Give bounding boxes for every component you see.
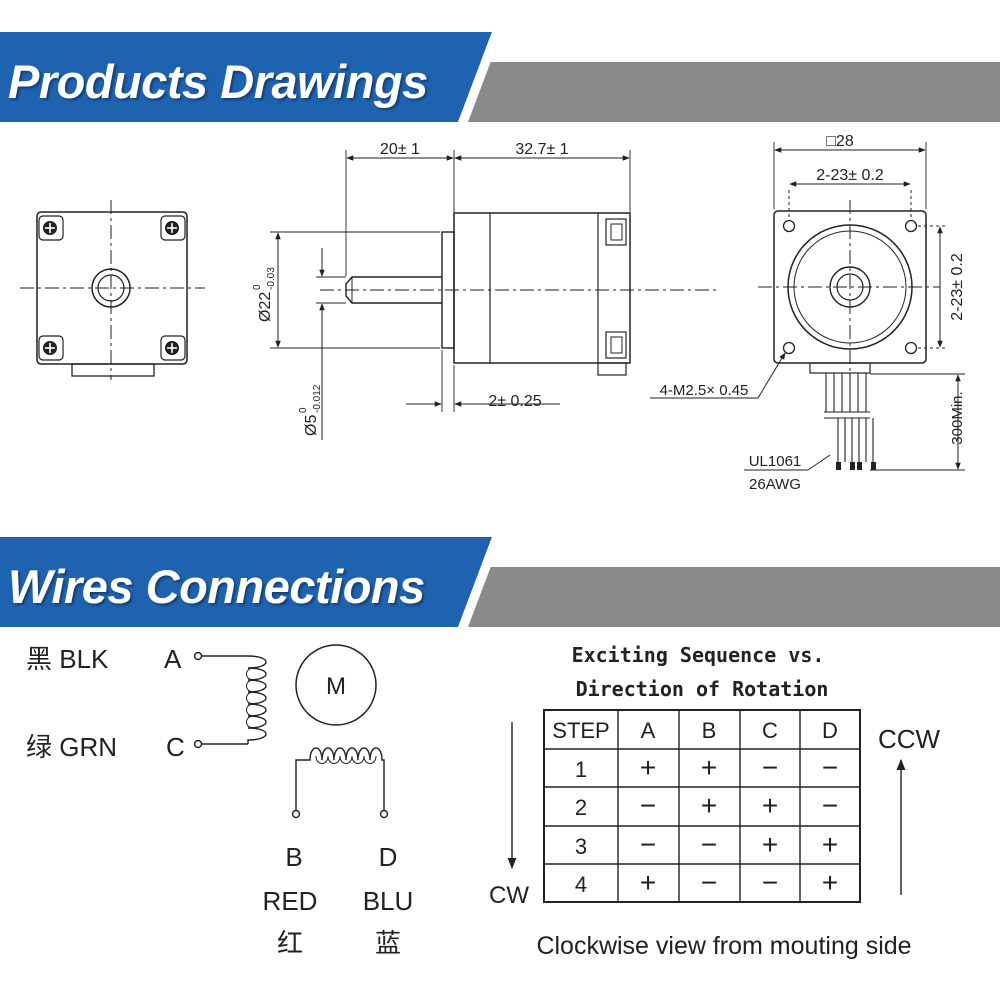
wire-red-cn-label: 红	[277, 928, 303, 958]
dim-shaft-dia-sub: -0.012	[312, 384, 323, 413]
wires-connections-title: Wires Connections	[8, 560, 425, 613]
dim-lead-length: 300Min.	[949, 391, 966, 444]
wire-spec-awg: 26AWG	[749, 476, 801, 493]
dim-screw: 4-M2.5× 0.45	[660, 382, 749, 399]
coil-ac	[193, 651, 267, 749]
products-drawings-banner: Products Drawings	[0, 32, 1000, 130]
table-header-cell: B	[702, 718, 717, 743]
dim-shaft-diameter: Ø5 0 -0.012	[298, 384, 323, 436]
sequence-table-body: 1 + + − − 2 − + + − 3 − − + +4 + − − +	[575, 752, 838, 898]
table-cell: 3	[575, 834, 587, 859]
table-cell: −	[640, 790, 656, 821]
table-header-cell: C	[762, 718, 778, 743]
wire-red-label: RED	[263, 886, 318, 916]
table-cell: 4	[575, 872, 587, 897]
products-drawings-title: Products Drawings	[8, 55, 428, 108]
wire-blu-cn-label: 蓝	[375, 928, 401, 958]
sequence-table	[543, 709, 861, 903]
wire-spec-ul: UL1061	[749, 453, 802, 470]
wires-connections-banner: Wires Connections	[0, 537, 1000, 635]
terminal-c-label: C	[166, 732, 185, 762]
banner-background	[0, 32, 1000, 122]
table-cell: −	[701, 829, 717, 860]
dim-pilot-dia-main: Ø22	[257, 292, 274, 322]
table-cell: +	[762, 790, 778, 821]
wire-blk-label: 黑 BLK	[26, 644, 109, 674]
table-cell: −	[701, 867, 717, 898]
front-view	[20, 200, 205, 380]
dim-pilot-diameter: Ø22 0 -0.03	[252, 267, 277, 322]
dim-square: □28	[826, 133, 854, 150]
sequence-table-headers: STEP A B C D	[552, 718, 838, 743]
table-cell: 2	[575, 795, 587, 820]
coil-bd	[291, 747, 389, 819]
motor-label: M	[326, 673, 346, 700]
rotation-caption: Clockwise view from mouting side	[536, 932, 911, 960]
dim-shaft-length: 20± 1	[380, 141, 420, 158]
dim-pilot-length: 2± 0.25	[488, 393, 541, 410]
terminal-b-label: B	[285, 842, 302, 872]
wire-blu-label: BLU	[363, 886, 414, 916]
table-cell: −	[640, 829, 656, 860]
dim-shaft-dia-sup: 0	[298, 407, 309, 413]
dim-hole-spacing-h: 2-23± 0.2	[816, 167, 884, 184]
table-header-cell: A	[641, 718, 656, 743]
table-cell: +	[640, 752, 656, 783]
table-cell: −	[762, 867, 778, 898]
sequence-title-line1: Exciting Sequence vs.	[572, 643, 825, 667]
dim-pilot-dia-sub: -0.03	[266, 267, 277, 290]
table-cell: +	[822, 867, 838, 898]
mounting-hole-icon	[782, 219, 918, 355]
dim-body-length: 32.7± 1	[515, 141, 568, 158]
dim-shaft-dia-main: Ø5	[303, 415, 320, 436]
table-cell: −	[822, 752, 838, 783]
table-cell: −	[762, 752, 778, 783]
table-cell: +	[822, 829, 838, 860]
dim-hole-spacing-v: 2-23± 0.2	[949, 253, 966, 321]
terminal-a-label: A	[164, 644, 182, 674]
sequence-title-line2: Direction of Rotation	[576, 677, 829, 701]
terminal-d-label: D	[379, 842, 398, 872]
table-cell: +	[640, 867, 656, 898]
table-header-cell: STEP	[552, 718, 609, 743]
cw-label: CW	[489, 882, 529, 909]
dim-pilot-dia-sup: 0	[252, 284, 263, 290]
rear-view	[650, 142, 965, 471]
wire-grn-label: 绿 GRN	[26, 732, 117, 762]
mechanical-drawings: 20± 1 32.7± 1 Ø22 0 -0.03 Ø5 0 -0.012 2±…	[20, 133, 966, 493]
table-cell: −	[822, 790, 838, 821]
side-view	[270, 150, 720, 440]
table-header-cell: D	[822, 718, 838, 743]
table-cell: 1	[575, 757, 587, 782]
motor-icon	[295, 644, 377, 726]
banner-background	[0, 537, 1000, 627]
wiring-diagram: 黑 BLK 绿 GRN A C M B D RED BLU 红 蓝 Exciti…	[26, 643, 941, 960]
table-cell: +	[701, 752, 717, 783]
table-cell: +	[762, 829, 778, 860]
table-cell: +	[701, 790, 717, 821]
ccw-label: CCW	[878, 724, 941, 754]
